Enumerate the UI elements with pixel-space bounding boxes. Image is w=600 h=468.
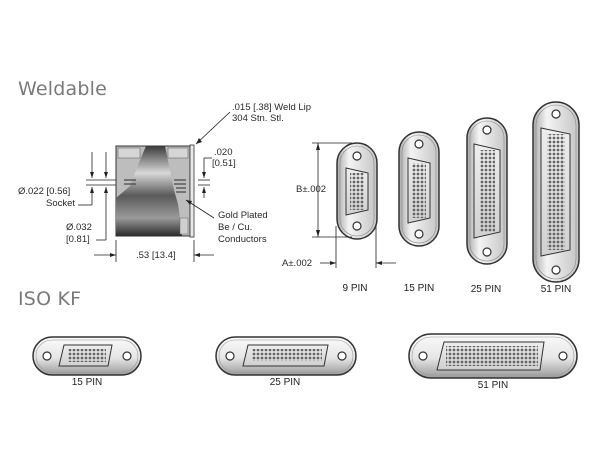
iso-kf-15-pin-connector	[32, 336, 142, 376]
socket-diameter-label: Ø.022 [0.56]	[18, 186, 71, 197]
iso-kf-51-pin-label: 51 PIN	[477, 380, 509, 391]
weldable-25-pin-label: 25 PIN	[470, 284, 502, 295]
weldable-51-pin-connector	[532, 101, 580, 283]
weldable-section-title: Weldable	[18, 78, 107, 100]
conductor-label-1: Gold Plated	[218, 210, 268, 221]
pin-diameter-metric-label: [0.81]	[66, 234, 90, 245]
weldable-25-pin-connector	[466, 117, 508, 265]
weldable-15-pin-label: 15 PIN	[403, 283, 435, 294]
iso-kf-25-pin-label: 25 PIN	[269, 377, 301, 388]
iso-kf-section-title: ISO KF	[18, 288, 82, 310]
feedthrough-cross-section	[115, 144, 195, 238]
conductor-label-2: Be / Cu.	[218, 222, 253, 233]
pin-diameter-label: Ø.032	[66, 222, 92, 233]
weldable-51-pin-label: 51 PIN	[540, 284, 572, 295]
weld-lip-material-label: 304 Stn. Stl.	[232, 113, 284, 124]
weldable-9-pin-connector	[336, 142, 378, 240]
width-dimension-label: A±.002	[282, 258, 313, 269]
weldable-9-pin-label: 9 PIN	[342, 283, 368, 294]
weldable-15-pin-connector	[398, 131, 440, 247]
weld-lip-label: .015 [.38] Weld Lip	[232, 102, 312, 113]
conductor-label-3: Conductors	[218, 234, 267, 245]
gap-dimension-label: .020	[214, 147, 233, 158]
iso-kf-51-pin-connector	[408, 333, 578, 379]
iso-kf-15-pin-label: 15 PIN	[71, 377, 103, 388]
length-dimension-label: .53 [13.4]	[136, 250, 176, 261]
height-dimension-label: B±.002	[296, 184, 327, 195]
iso-kf-25-pin-connector	[215, 336, 357, 376]
connector-dimensions	[312, 142, 396, 268]
gap-dimension-metric-label: [0.51]	[212, 158, 236, 169]
socket-label: Socket	[46, 198, 76, 209]
